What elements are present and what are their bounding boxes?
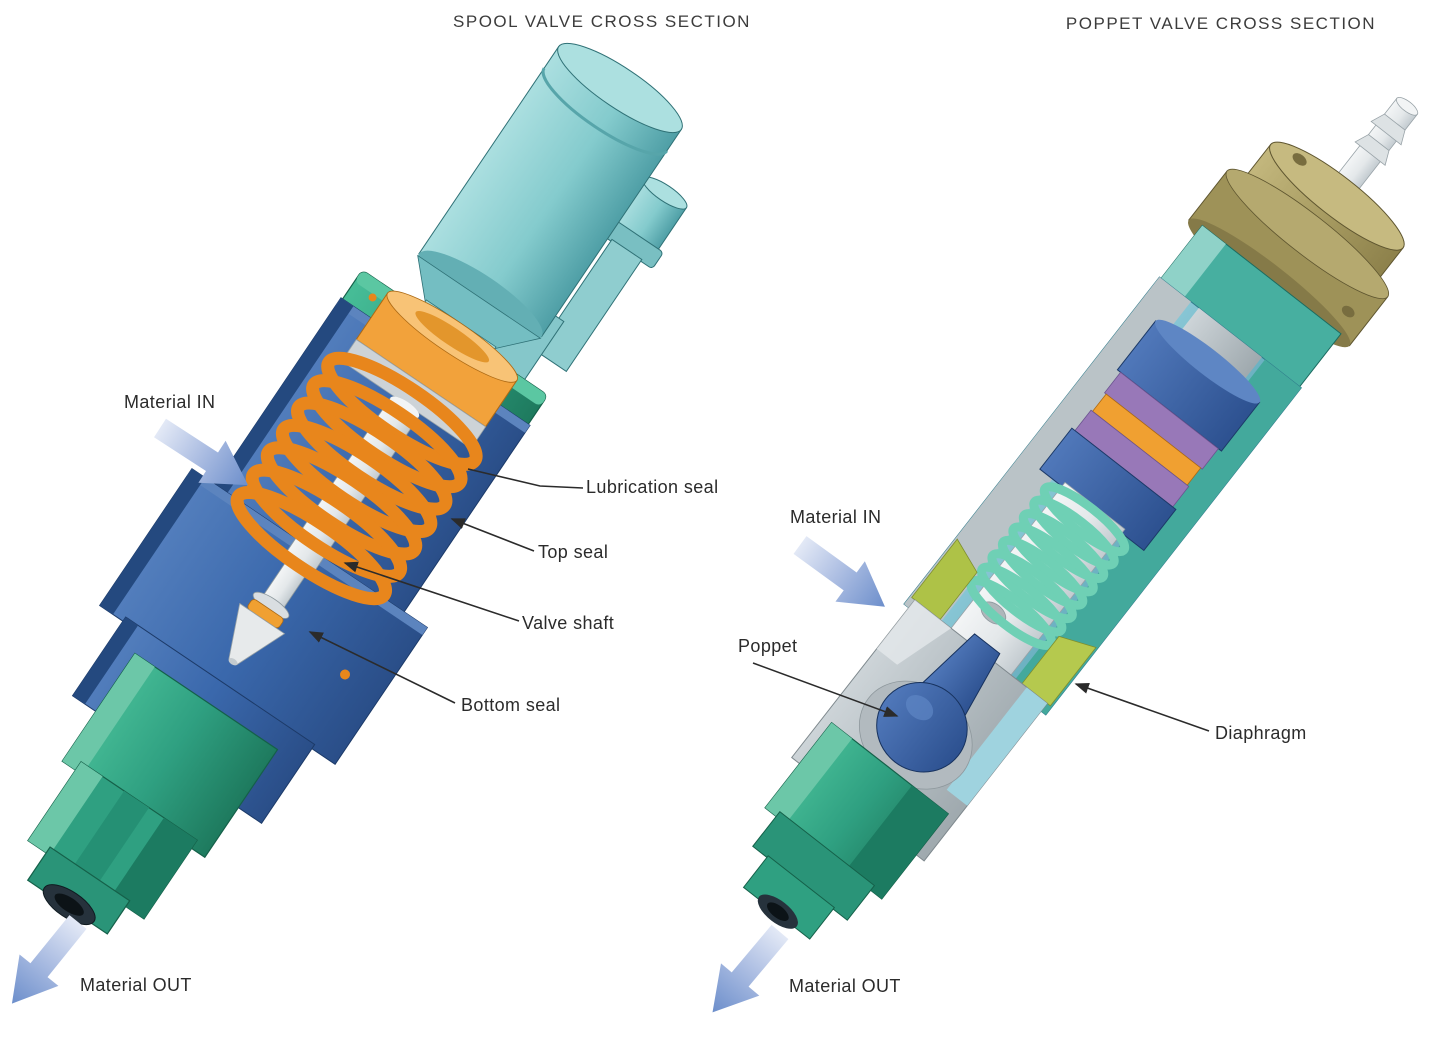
flow-arrows xyxy=(11,418,885,1013)
poppet-diaphragm xyxy=(911,538,1097,707)
bottom-seal-leader xyxy=(308,631,456,704)
valve-shaft-leader xyxy=(343,561,520,622)
spool-material-out-label: Material OUT xyxy=(80,975,192,995)
spool-valve-illustration xyxy=(26,42,688,935)
poppet-valve-title: POPPET VALVE CROSS SECTION xyxy=(1065,14,1377,33)
spool-valve-title: SPOOL VALVE CROSS SECTION xyxy=(453,12,751,31)
valve-shaft-label: Valve shaft xyxy=(522,613,615,633)
poppet-return-spring xyxy=(966,482,1130,650)
spool-material-in-label: Material IN xyxy=(124,392,216,412)
spool-material-out-arrow xyxy=(11,915,87,1004)
poppet-cap xyxy=(1188,141,1405,348)
top-seal-leader xyxy=(450,518,535,552)
spool-lubrication-seal-gland xyxy=(355,290,518,428)
spool-outlet-fitting xyxy=(26,652,279,935)
poppet-material-out-arrow xyxy=(712,924,789,1013)
top-seal-label: Top seal xyxy=(538,542,609,562)
spool-spring xyxy=(230,351,483,606)
poppet-valve-illustration xyxy=(742,96,1419,940)
poppet-material-in-arrow xyxy=(793,536,885,607)
poppet-leader xyxy=(752,662,899,717)
poppet-material-in-label: Material IN xyxy=(790,507,882,527)
poppet-label: Poppet xyxy=(738,636,798,656)
lubrication-seal-leader xyxy=(467,468,584,489)
poppet-material-out-label: Material OUT xyxy=(789,976,901,996)
lubrication-seal-label: Lubrication seal xyxy=(586,477,719,497)
leader-lines xyxy=(308,468,1210,732)
diaphragm-leader xyxy=(1074,682,1210,732)
spool-material-in-arrow xyxy=(154,418,249,486)
bottom-seal-label: Bottom seal xyxy=(461,695,561,715)
diaphragm-label: Diaphragm xyxy=(1215,723,1307,743)
poppet-inner-stack xyxy=(1039,307,1262,552)
poppet-outlet-fitting xyxy=(742,721,950,940)
